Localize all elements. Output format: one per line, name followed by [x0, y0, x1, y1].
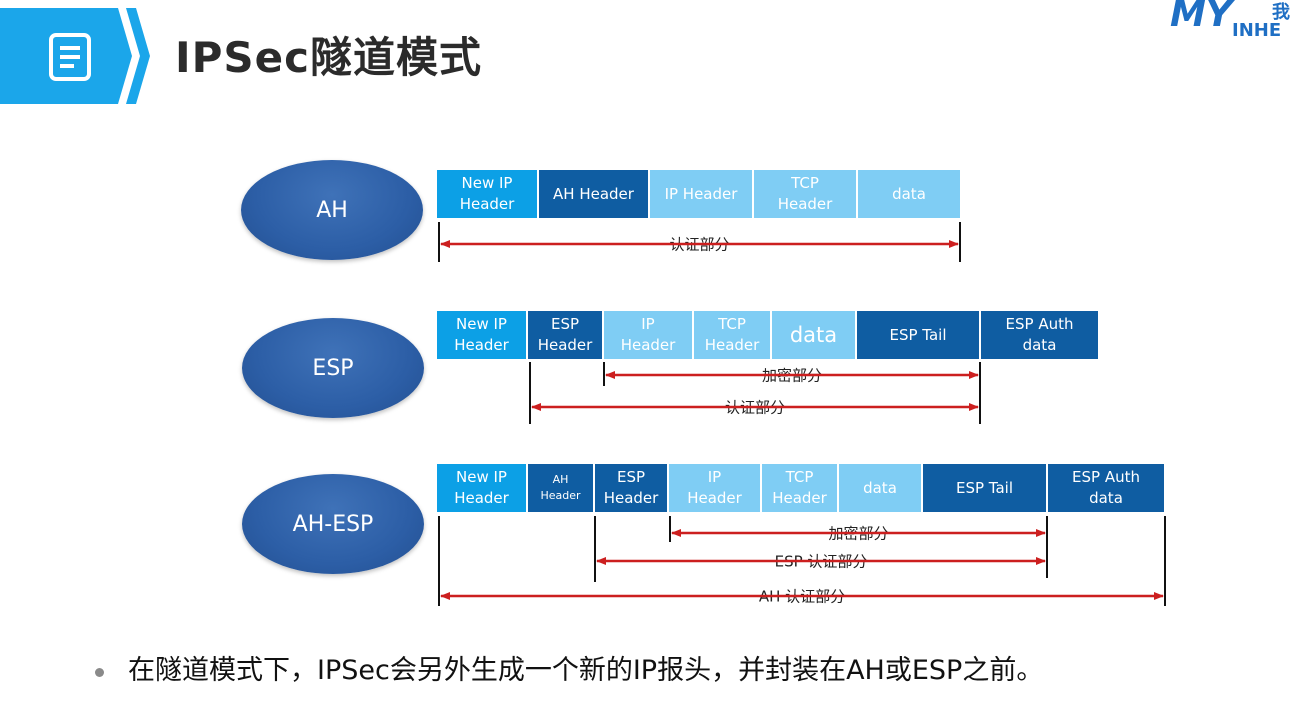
packet-cell: TCP Header: [694, 311, 772, 359]
logo-text: MY: [1170, 0, 1232, 35]
packet-cell: data: [772, 311, 857, 359]
packet-cell: IP Header: [604, 311, 694, 359]
packet-cell: ESP Auth data: [1048, 464, 1166, 512]
packet-cell: ESP Auth data: [981, 311, 1100, 359]
document-list-icon: [48, 32, 92, 86]
packet-cell: New IP Header: [437, 170, 539, 218]
brand-logo: MY 我 INHE: [1168, 0, 1294, 44]
packet-cell: TCP Header: [762, 464, 839, 512]
title-banner: [0, 8, 150, 104]
packet-cell: IP Header: [650, 170, 754, 218]
bullet-text: 在隧道模式下，IPSec会另外生成一个新的IP报头，并封装在AH或ESP之前。: [128, 655, 1044, 686]
packet-cell: data: [858, 170, 962, 218]
packet-cell: New IP Header: [437, 464, 528, 512]
mode-oval-ah-esp: AH-ESP: [242, 474, 424, 574]
logo-sub: INHE: [1232, 20, 1282, 41]
packet-cell: ESP Header: [528, 311, 604, 359]
packet-cell: ESP Tail: [923, 464, 1048, 512]
bullet-dot: [95, 668, 104, 677]
packet-cell: AH Header: [539, 170, 650, 218]
page-title: IPSec隧道模式: [175, 33, 483, 82]
mode-oval-esp: ESP: [242, 318, 424, 418]
logo-cjk: 我: [1272, 2, 1290, 23]
packet-cell: IP Header: [669, 464, 762, 512]
packet-cell: ESP Header: [595, 464, 669, 512]
mode-oval-ah: AH: [241, 160, 423, 260]
packet-cell: New IP Header: [437, 311, 528, 359]
packet-cell: AH Header: [528, 464, 595, 512]
packet-cell: ESP Tail: [857, 311, 981, 359]
packet-cell: data: [839, 464, 923, 512]
packet-cell: TCP Header: [754, 170, 858, 218]
